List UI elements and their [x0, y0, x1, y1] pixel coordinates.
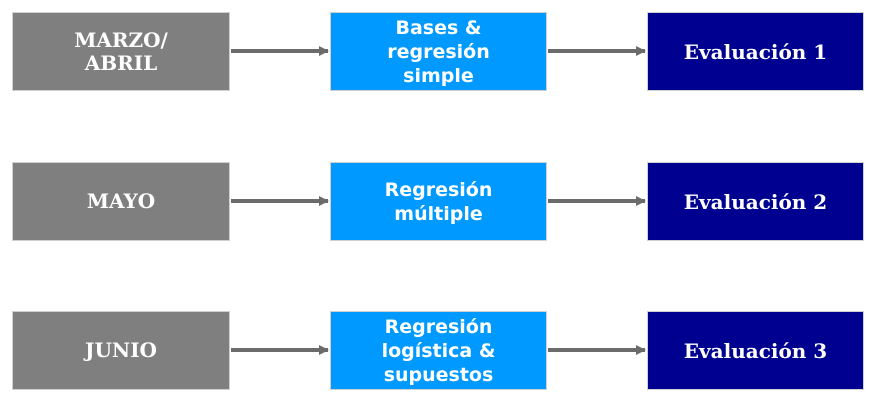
evaluation-box-3: Evaluación 3: [647, 311, 864, 390]
month-box-mayo: MAYO: [12, 162, 230, 241]
evaluation-label: Evaluación 3: [683, 338, 828, 363]
month-label: MAYO: [86, 189, 156, 213]
evaluation-label: Evaluación 2: [683, 189, 828, 214]
evaluation-box-2: Evaluación 2: [647, 162, 864, 241]
month-label: MARZO/ ABRIL: [74, 27, 168, 75]
topic-label: Regresión logística & supuestos: [381, 315, 496, 386]
month-box-marzo-abril: MARZO/ ABRIL: [12, 12, 230, 91]
topic-box-regresion-logistica-supuestos: Regresión logística & supuestos: [330, 311, 547, 390]
topic-box-bases-regresion-simple: Bases & regresión simple: [330, 12, 547, 91]
evaluation-box-1: Evaluación 1: [647, 12, 864, 91]
evaluation-label: Evaluación 1: [683, 39, 828, 64]
topic-label: Regresión múltiple: [384, 178, 493, 225]
month-box-junio: JUNIO: [12, 311, 230, 390]
month-label: JUNIO: [85, 338, 157, 362]
topic-box-regresion-multiple: Regresión múltiple: [330, 162, 547, 241]
topic-label: Bases & regresión simple: [387, 16, 490, 87]
